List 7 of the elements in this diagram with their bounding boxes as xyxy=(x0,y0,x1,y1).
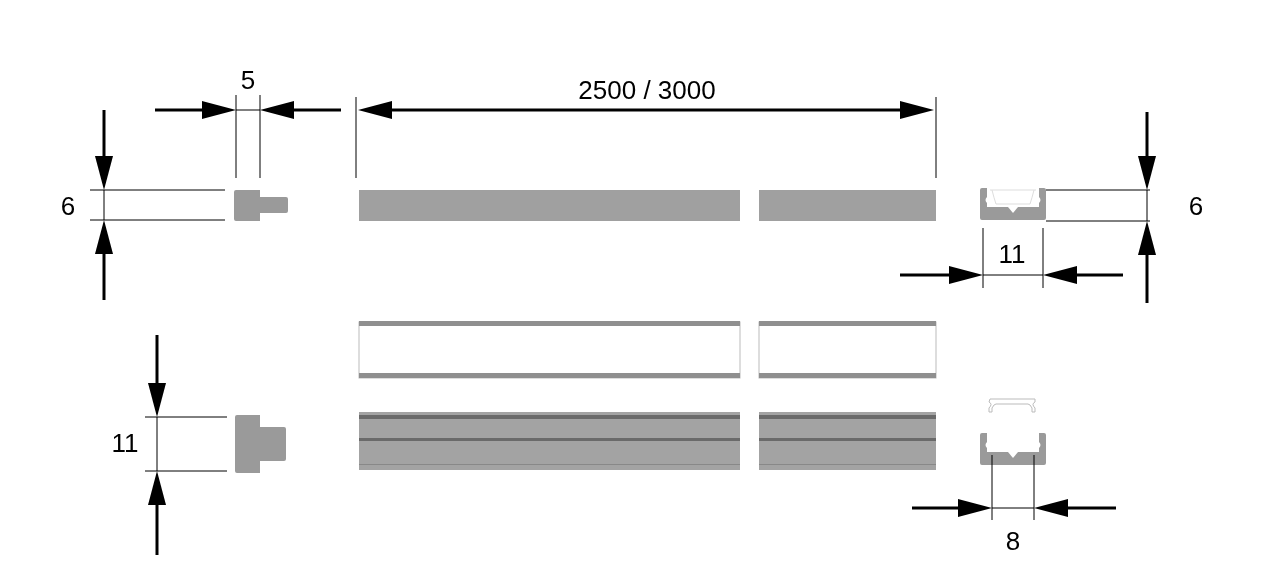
dimension-label: 6 xyxy=(60,193,76,219)
dimension-label: 6 xyxy=(1188,193,1204,219)
dimension-label: 11 xyxy=(998,241,1026,267)
dimension-label: 8 xyxy=(1005,528,1021,554)
dimension-label: 11 xyxy=(111,430,139,456)
dimension-label: 2500 / 3000 xyxy=(578,77,716,103)
dimension-label: 5 xyxy=(240,67,256,93)
